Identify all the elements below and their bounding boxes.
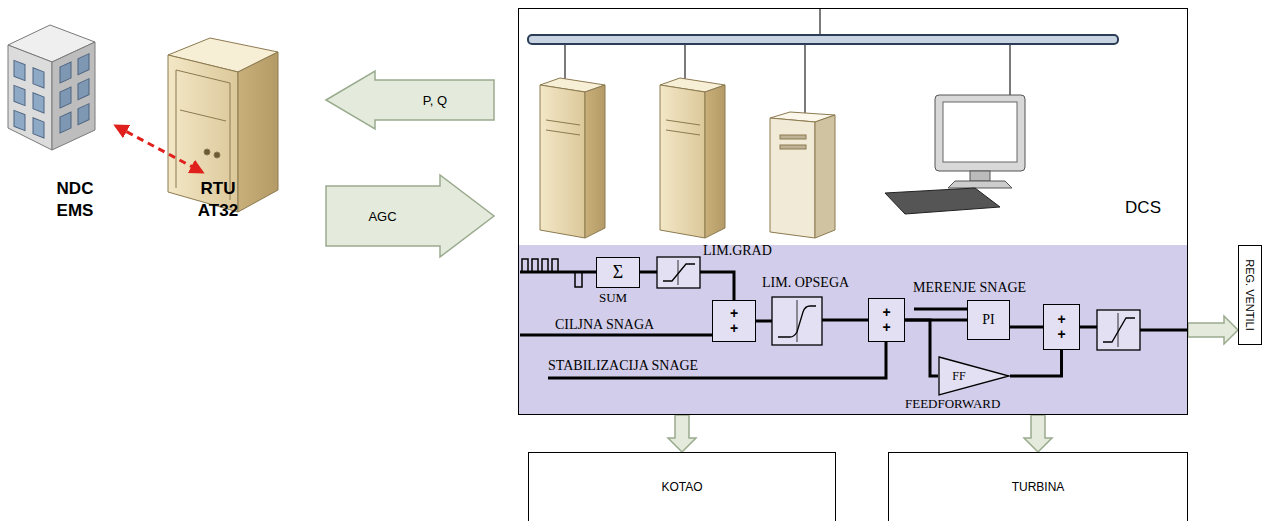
outline	[939, 357, 1009, 395]
workstation-icon	[885, 95, 1025, 214]
connector	[668, 415, 696, 452]
control-band	[519, 245, 1187, 414]
node-text: Σ	[613, 262, 623, 283]
node-text: REG. VENTILI	[1244, 259, 1256, 331]
summing-junction: + +	[868, 298, 905, 342]
text-label: LIM.GRAD	[703, 243, 772, 259]
plant-box: KOTAO	[528, 452, 836, 521]
node-text: P, Q	[423, 93, 447, 108]
connector	[905, 320, 938, 376]
summing-junction: + +	[712, 300, 756, 342]
sum-block: Σ	[596, 257, 640, 288]
node-text: TURBINA	[1012, 480, 1065, 494]
pulse-train	[522, 259, 582, 287]
output-box: REG. VENTILI	[1238, 245, 1262, 345]
text-label: MERENJE SNAGE	[913, 280, 1026, 296]
dcs-network	[528, 9, 1118, 116]
text-label: FEEDFORWARD	[905, 396, 1000, 412]
outline	[326, 175, 494, 257]
dcs-box: DCS Σ + + + + PI FF + +	[518, 8, 1188, 415]
connector	[1024, 415, 1052, 452]
limiter-block	[657, 257, 1140, 350]
node-text: DCS	[1125, 198, 1161, 218]
node-text: + +	[728, 306, 741, 335]
comm-link	[116, 126, 202, 172]
pi-controller: PI	[967, 300, 1010, 340]
connector	[1010, 326, 1043, 329]
arrow-outline	[325, 174, 495, 258]
signal-arrow: P, Q	[325, 70, 495, 130]
text-label: LIM. OPSEGA	[762, 275, 849, 291]
server-icon	[540, 78, 835, 238]
node-text: + +	[880, 305, 893, 334]
text-label: CILJNA SNAGA	[555, 317, 654, 333]
plant-box: TURBINA	[888, 452, 1188, 521]
node-text: FF	[952, 369, 965, 384]
node-text: KOTAO	[661, 480, 702, 494]
node-text: + +	[1055, 312, 1068, 341]
connector	[1010, 350, 1062, 376]
text-label: NDC EMS	[40, 178, 110, 222]
signal-arrow: AGC	[325, 174, 495, 258]
text-label: SUM	[599, 290, 627, 306]
building-icon	[8, 25, 95, 150]
node-text: AGC	[368, 209, 396, 224]
triangle-outline	[938, 356, 1010, 396]
text-label: STABILIZACIJA SNAGE	[548, 358, 698, 374]
text-label: RTU AT32	[183, 178, 253, 222]
summing-junction: + +	[1043, 304, 1080, 350]
connector	[1188, 316, 1238, 344]
node-text: PI	[982, 312, 994, 328]
outline	[326, 71, 494, 129]
feedforward-gain: FF	[938, 356, 1010, 396]
arrow-outline	[325, 70, 495, 130]
